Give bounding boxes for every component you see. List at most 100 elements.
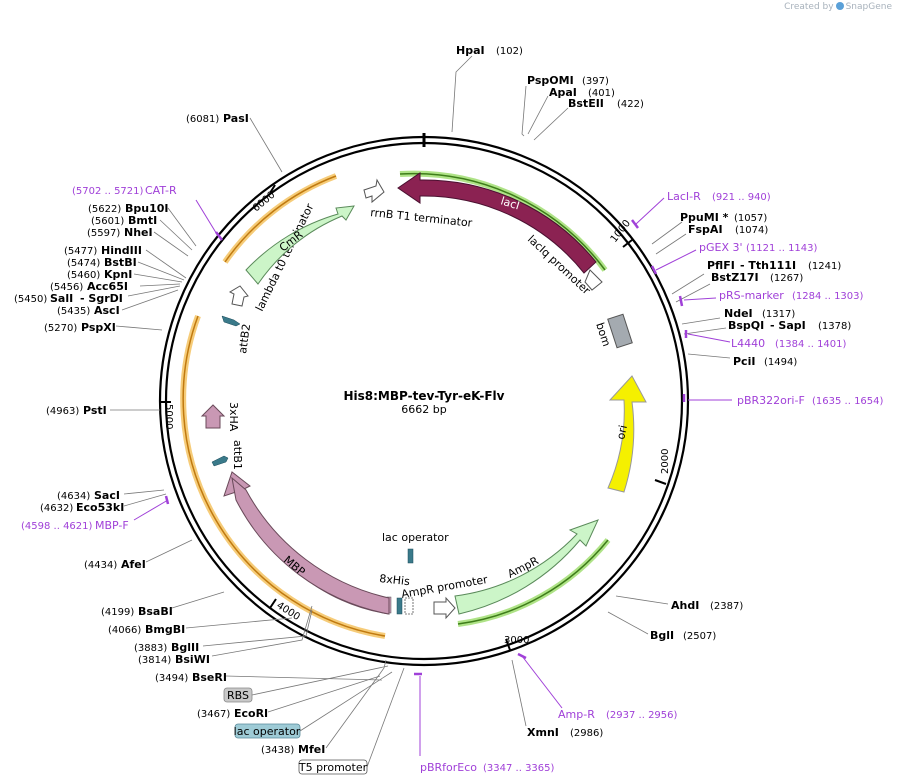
site-bstbi-name: BstBI	[104, 256, 137, 269]
tick-3000: 3000	[504, 635, 529, 651]
site-bsteii-pos: (422)	[617, 99, 644, 110]
site-xmni-pos: (2986)	[570, 728, 603, 739]
primer-l4440-name: L4440	[731, 337, 765, 350]
site-bsabi-pos: (4199)	[101, 607, 134, 618]
site-pcii-name: PciI	[733, 355, 755, 368]
primer-prs-marker-pos: (1284 .. 1303)	[792, 291, 864, 302]
tick-1000: 1000	[609, 218, 633, 248]
site-psti-pos: (4963)	[46, 406, 79, 417]
site-pasi-name: PasI	[223, 112, 249, 125]
credit-brand: SnapGene	[845, 2, 892, 12]
attb2-label: attB2	[236, 323, 253, 354]
site-bsabi-name: BsaBI	[138, 605, 173, 618]
site-bmti-pos: (5601)	[91, 216, 124, 227]
primer-mbp-f-pos: (4598 .. 4621)	[21, 521, 93, 532]
primer-pgex-pos: (1121 .. 1143)	[746, 243, 818, 254]
site-bmgbi-name: BmgBI	[145, 623, 185, 636]
ori-label: ori	[614, 424, 630, 441]
primer-laci-r-pos: (921 .. 940)	[712, 192, 771, 203]
ha-tag-label: 3xHA	[227, 402, 240, 432]
his-tag-feature	[396, 597, 403, 615]
lac-operator-feature	[407, 548, 414, 564]
site-bsiwi-name: BsiWI	[175, 653, 210, 666]
site-pspomi-pos: (397)	[582, 76, 609, 87]
cmr-feature-arrow	[245, 205, 355, 285]
site-ppumi-pos: (1057)	[734, 213, 767, 224]
site-bpu10i-pos: (5622)	[88, 204, 121, 215]
primer-pbrforeco-name: pBRforEco	[420, 761, 477, 774]
site-psti-name: PstI	[83, 404, 107, 417]
site-pspxi-pos: (5270)	[44, 323, 77, 334]
site-acc65i-pos: (5456)	[50, 282, 83, 293]
site-bglii-pos: (3883)	[134, 643, 167, 654]
site-connectors	[110, 55, 731, 749]
site-bpu10i-name: Bpu10I	[125, 202, 169, 215]
site-pflfi-name: PflFI	[707, 259, 735, 272]
site-ahdi-pos: (2387)	[710, 601, 743, 612]
site-ppumi-name: PpuMI *	[680, 211, 729, 224]
site-ecori-pos: (3467)	[197, 709, 230, 720]
primer-pgex-name: pGEX 3'	[699, 241, 743, 254]
plasmid-size: 6662 bp	[401, 403, 446, 416]
t5-promoter-box	[298, 759, 368, 775]
site-nhei-name: NheI	[124, 226, 153, 239]
rrnb-terminator-arrow	[363, 178, 385, 204]
site-pcii-pos: (1494)	[764, 357, 797, 368]
site-asci-pos: (5435)	[57, 306, 90, 317]
lambda-terminator-arrow	[228, 285, 249, 307]
site-bsiwi-pos: (3814)	[138, 655, 171, 666]
primer-cat-r-name: CAT-R	[145, 184, 177, 197]
ori-feature-arrow	[607, 375, 647, 493]
site-saci-pos: (4634)	[57, 491, 90, 502]
primer-cat-r-pos: (5702 .. 5721)	[72, 186, 144, 197]
site-sali-name: SalI	[50, 292, 73, 305]
site-kpni-pos: (5460)	[67, 270, 100, 281]
primer-mbp-f-name: MBP-F	[95, 519, 129, 532]
site-fspai-pos: (1074)	[735, 225, 768, 236]
t5-promoter-feature	[404, 597, 414, 615]
site-pasi-pos: (6081)	[186, 114, 219, 125]
snapgene-logo-icon	[835, 2, 844, 10]
primer-amp-r-pos: (2937 .. 2956)	[606, 710, 678, 721]
site-mfei-name: MfeI	[298, 743, 325, 756]
rbs-box-label: RBS	[227, 689, 249, 702]
site-nhei-pos: (5597)	[87, 228, 120, 239]
site-bspqi-pos: (1378)	[818, 321, 851, 332]
ampr-feature-arrow	[454, 519, 599, 615]
site-mfei-pos: (3438)	[261, 745, 294, 756]
primer-prs-marker-name: pRS-marker	[719, 289, 784, 302]
lac-operator-box-label: lac operator	[234, 725, 301, 738]
site-tth111i-name: - Tth111I	[740, 259, 796, 272]
site-sali-pos: (5450)	[14, 294, 47, 305]
plasmid-name: His8:MBP-tev-Tyr-eK-Flv	[343, 389, 504, 403]
site-ndei-pos: (1317)	[762, 309, 795, 320]
primer-pbrforeco-pos: (3347 .. 3365)	[483, 763, 555, 774]
tick-2000: 2000	[654, 449, 671, 485]
site-bstz17i-name: BstZ17I	[711, 271, 759, 284]
site-bseri-pos: (3494)	[155, 673, 188, 684]
site-sapi-name: - SapI	[770, 319, 806, 332]
site-hindiii-name: HindIII	[101, 244, 142, 257]
primer-pbr322ori-f-pos: (1635 .. 1654)	[812, 396, 884, 407]
site-bstbi-pos: (5474)	[67, 258, 100, 269]
lac-operator-box	[234, 723, 301, 739]
tick-label-2000: 2000	[660, 449, 671, 474]
site-bglii-name: BglII	[171, 641, 199, 654]
site-pspomi-name: PspOMI	[527, 74, 574, 87]
attb1-feature	[211, 455, 229, 467]
site-bgli-pos: (2507)	[683, 631, 716, 642]
site-kpni-name: KpnI	[104, 268, 132, 281]
rbs-box	[223, 687, 253, 703]
site-afei-pos: (4434)	[84, 560, 117, 571]
site-eco53ki-name: Eco53kI	[76, 501, 124, 514]
site-labels: HpaI (102) PspOMI (397) ApaI (401) BstEI…	[14, 44, 851, 756]
site-pflfi-pos: (1241)	[808, 261, 841, 272]
site-bmti-name: BmtI	[128, 214, 157, 227]
tick-label-5000: 5000	[163, 404, 174, 429]
primer-connectors	[133, 197, 732, 756]
tick-5000: 5000	[160, 401, 174, 429]
lac-operator-label: lac operator	[382, 531, 449, 544]
t5-promoter-box-label: T5 promoter	[298, 761, 368, 774]
